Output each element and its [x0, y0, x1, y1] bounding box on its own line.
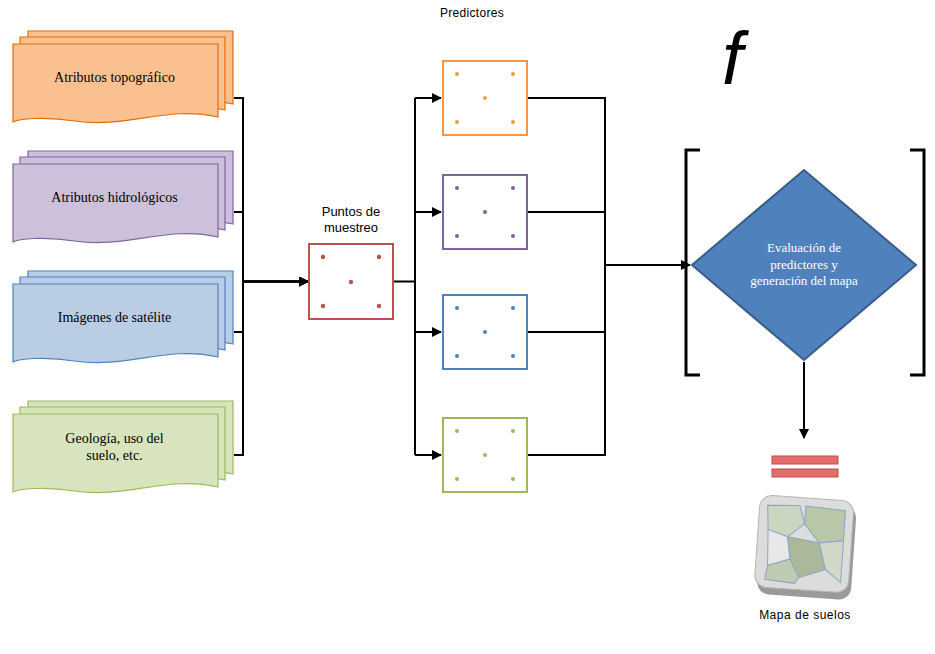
decision-diamond: Evaluación de predictores y generación d…	[690, 168, 918, 362]
document-stack: Imágenes de satélite	[12, 270, 234, 366]
decision-label: Evaluación de predictores y generación d…	[748, 240, 860, 291]
sample-dot	[483, 330, 487, 334]
sample-dot	[483, 453, 487, 457]
connector	[234, 212, 308, 282]
sample-dot	[511, 354, 515, 358]
points-box	[308, 243, 394, 320]
document-label: Atributos hidrológicos	[21, 190, 207, 207]
split-arrow	[415, 97, 441, 99]
sampling-points: Puntos de muestreo	[296, 178, 406, 322]
merge-line	[527, 331, 605, 333]
heading-area: Puntos de muestreo	[296, 178, 406, 236]
split-arrow	[415, 454, 441, 456]
sample-dot	[349, 280, 353, 284]
document-stack: Atributos hidrológicos	[12, 150, 234, 246]
merge-line	[527, 97, 605, 99]
document-label: Imágenes de satélite	[28, 310, 202, 327]
predictor-box	[443, 295, 527, 369]
merge-line	[527, 454, 605, 456]
merge-line	[527, 211, 605, 213]
sample-dot	[377, 304, 381, 308]
sample-dot	[455, 120, 459, 124]
map-caption-area: Mapa de suelos	[735, 608, 875, 624]
predictor-box	[443, 418, 527, 492]
sample-dot	[511, 477, 515, 481]
diamond-shape	[692, 170, 916, 360]
merge-line	[604, 97, 606, 456]
equals-bar	[772, 456, 838, 464]
node-heading: Puntos de muestreo	[296, 204, 406, 237]
map-caption: Mapa de suelos	[735, 608, 875, 624]
sample-dot	[455, 72, 459, 76]
document-sheet	[13, 44, 218, 123]
equals-bar	[772, 469, 838, 477]
sample-dot	[511, 120, 515, 124]
map-illustration	[735, 438, 875, 618]
sample-dot	[483, 210, 487, 214]
sample-dot	[511, 306, 515, 310]
connector	[234, 98, 308, 282]
predictor-box	[443, 61, 527, 135]
sample-dot	[455, 354, 459, 358]
document-stack: Atributos topográfico	[12, 30, 234, 126]
document-sheet	[13, 164, 218, 243]
sample-dot	[455, 306, 459, 310]
split-line	[414, 98, 416, 455]
connector	[394, 265, 690, 282]
split-arrow	[415, 331, 441, 333]
sample-dot	[511, 429, 515, 433]
column-heading: Predictores	[440, 6, 504, 20]
document-stack: Geología, uso del suelo, etc.	[12, 400, 234, 496]
document-text-area: Atributos topográfico	[18, 48, 211, 108]
sample-dot	[377, 255, 381, 259]
connector	[234, 282, 308, 456]
document-label: Atributos topográfico	[24, 70, 205, 87]
sample-dot	[483, 96, 487, 100]
document-text-area: Imágenes de satélite	[18, 288, 211, 348]
sample-dot	[455, 234, 459, 238]
connector	[234, 282, 308, 333]
diamond-text-area: Evaluación de predictores y generación d…	[748, 240, 860, 291]
sample-dot	[455, 477, 459, 481]
map-icon	[754, 495, 858, 601]
connector	[803, 362, 805, 438]
document-text-area: Geología, uso del suelo, etc.	[18, 418, 211, 478]
points-outline	[308, 243, 394, 320]
predictor-boxes	[443, 61, 527, 492]
points-border	[309, 244, 393, 319]
map-region	[803, 506, 845, 545]
sample-dot	[455, 429, 459, 433]
map-region	[817, 539, 844, 583]
predictor-box	[443, 175, 527, 249]
soil-map: Mapa de suelos	[735, 438, 875, 648]
document-sheet	[13, 284, 218, 363]
sample-dot	[455, 186, 459, 190]
split-arrow	[415, 211, 441, 213]
document-text-area: Atributos hidrológicos	[18, 168, 211, 228]
sample-dot	[321, 255, 325, 259]
sample-dot	[511, 186, 515, 190]
map-tile	[754, 495, 854, 593]
sample-dot	[511, 72, 515, 76]
document-sheet	[13, 414, 218, 493]
document-label: Geología, uso del suelo, etc.	[18, 431, 211, 465]
map-region	[764, 557, 800, 583]
sample-dot	[321, 304, 325, 308]
sample-dot	[511, 234, 515, 238]
function-symbol: f	[722, 22, 743, 96]
